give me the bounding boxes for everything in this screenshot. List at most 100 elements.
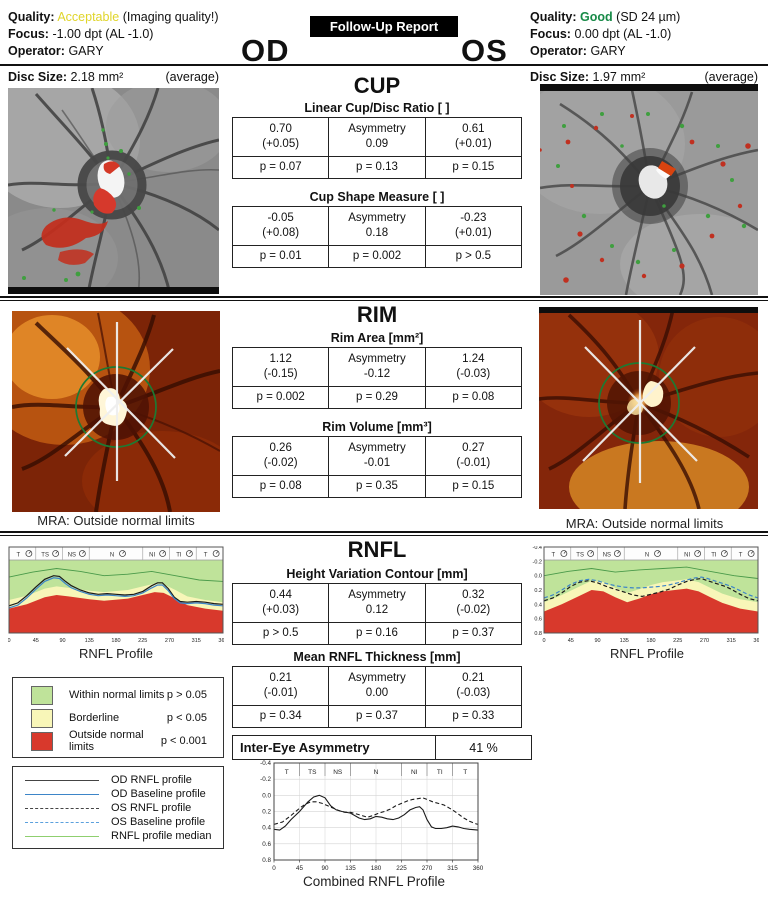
disc-size-note: (average) xyxy=(165,70,220,84)
cup-shape-heading: Cup Shape Measure [ ] xyxy=(309,190,445,204)
section-divider xyxy=(0,296,768,298)
os-topography-image xyxy=(540,84,758,295)
focus-label: Focus: xyxy=(530,27,571,41)
asymmetry-cell: Asymmetry-0.01 xyxy=(328,436,426,476)
legend-p: p < 0.05 xyxy=(166,712,207,724)
svg-text:NS: NS xyxy=(333,769,343,776)
svg-text:270: 270 xyxy=(422,865,433,872)
svg-text:135: 135 xyxy=(345,865,356,872)
svg-text:TI: TI xyxy=(437,769,443,776)
rim-volume-table: 0.26(-0.02) Asymmetry-0.01 0.27(-0.01) p… xyxy=(231,436,523,498)
svg-text:N: N xyxy=(374,769,379,776)
svg-text:TS: TS xyxy=(41,553,49,559)
od-focus-line: Focus: -1.00 dpt (AL -1.0) xyxy=(8,26,219,43)
legend-label: Borderline xyxy=(69,712,120,724)
svg-text:0.6: 0.6 xyxy=(534,617,542,623)
quality-note: (SD 24 µm) xyxy=(616,10,681,24)
svg-text:T: T xyxy=(285,769,289,776)
svg-text:225: 225 xyxy=(673,638,682,644)
svg-text:NS: NS xyxy=(603,553,611,559)
od-p-cell: p = 0.01 xyxy=(231,245,330,268)
dashed-blue-line-sample xyxy=(25,821,99,823)
svg-text:N: N xyxy=(110,553,114,559)
borderline-swatch xyxy=(31,708,53,728)
combined-profile-caption: Combined RNFL Profile xyxy=(302,874,446,889)
os-rim-image xyxy=(539,307,758,509)
od-operator-line: Operator: GARY xyxy=(8,43,219,60)
svg-text:45: 45 xyxy=(33,638,39,644)
section-divider xyxy=(0,300,768,301)
quality-label: Quality: xyxy=(530,10,577,24)
os-p-cell: p = 0.15 xyxy=(424,475,523,498)
asym-p-cell: p = 0.37 xyxy=(328,705,426,728)
svg-text:-0.4: -0.4 xyxy=(260,760,271,767)
svg-text:NS: NS xyxy=(68,553,76,559)
hvc-heading: Height Variation Contour [mm] xyxy=(286,567,468,581)
quality-note: (Imaging quality!) xyxy=(122,10,219,24)
svg-text:0: 0 xyxy=(272,865,276,872)
os-eye-label: OS xyxy=(461,33,508,68)
os-p-cell: p = 0.15 xyxy=(424,156,523,179)
os-p-cell: p = 0.33 xyxy=(424,705,523,728)
svg-text:180: 180 xyxy=(371,865,382,872)
od-value-cell: 1.12(-0.15) xyxy=(231,347,330,387)
svg-text:0.4: 0.4 xyxy=(534,602,542,608)
focus-label: Focus: xyxy=(8,27,49,41)
svg-text:-0.4: -0.4 xyxy=(533,546,542,551)
svg-text:180: 180 xyxy=(111,638,120,644)
od-value-cell: 0.26(-0.02) xyxy=(231,436,330,476)
svg-text:NI: NI xyxy=(684,553,690,559)
od-eye-label: OD xyxy=(241,33,290,68)
os-value-cell: -0.23(+0.01) xyxy=(424,206,523,246)
svg-text:315: 315 xyxy=(727,638,736,644)
linear-cdr-heading: Linear Cup/Disc Ratio [ ] xyxy=(304,101,450,115)
operator-label: Operator: xyxy=(8,44,65,58)
rim-area-heading: Rim Area [mm²] xyxy=(330,331,424,345)
os-operator-line: Operator: GARY xyxy=(530,43,680,60)
od-p-cell: p = 0.34 xyxy=(231,705,330,728)
svg-text:360: 360 xyxy=(473,865,484,872)
od-p-cell: p = 0.002 xyxy=(231,386,330,409)
od-p-cell: p = 0.08 xyxy=(231,475,330,498)
os-quality-line: Quality: Good (SD 24 µm) xyxy=(530,9,680,26)
legend-label: OD Baseline profile xyxy=(111,788,206,800)
header-divider xyxy=(0,64,768,66)
os-rnfl-profile-chart: TTSNSNNITIT04590135180225270315360-0.4-0… xyxy=(533,546,759,644)
os-mra-caption: MRA: Outside normal limits xyxy=(565,516,724,531)
quality-value: Acceptable xyxy=(57,10,120,24)
focus-value: 0.00 dpt (AL -1.0) xyxy=(574,27,672,41)
legend-row-od-profile: OD RNFL profile xyxy=(25,773,213,787)
od-rnfl-profile-chart: TTSNSNNITIT04590135180225270315360 xyxy=(8,546,224,644)
section-divider xyxy=(0,531,768,533)
svg-text:225: 225 xyxy=(396,865,407,872)
solid-black-line-sample xyxy=(25,779,99,781)
report-type-badge: Follow-Up Report xyxy=(310,16,458,37)
outside-normal-swatch xyxy=(31,731,53,751)
svg-text:90: 90 xyxy=(59,638,65,644)
svg-text:0: 0 xyxy=(8,638,11,644)
svg-text:-0.2: -0.2 xyxy=(260,776,271,783)
legend-row-os-baseline: OS Baseline profile xyxy=(25,815,213,829)
os-p-cell: p = 0.08 xyxy=(424,386,523,409)
inter-eye-value: 41 % xyxy=(435,735,532,760)
solid-blue-line-sample xyxy=(25,793,99,795)
svg-text:315: 315 xyxy=(447,865,458,872)
svg-text:TI: TI xyxy=(176,553,182,559)
legend-label: OS RNFL profile xyxy=(111,802,192,814)
svg-text:360: 360 xyxy=(218,638,224,644)
legend-label: OS Baseline profile xyxy=(111,816,206,828)
os-p-cell: p = 0.37 xyxy=(424,622,523,645)
svg-text:0.6: 0.6 xyxy=(262,841,271,848)
section-divider xyxy=(0,535,768,536)
svg-text:NI: NI xyxy=(411,769,418,776)
svg-text:T: T xyxy=(463,769,467,776)
svg-text:T: T xyxy=(739,553,743,559)
svg-text:180: 180 xyxy=(646,638,655,644)
od-rim-image xyxy=(12,311,220,512)
legend-p: p > 0.05 xyxy=(166,689,207,701)
